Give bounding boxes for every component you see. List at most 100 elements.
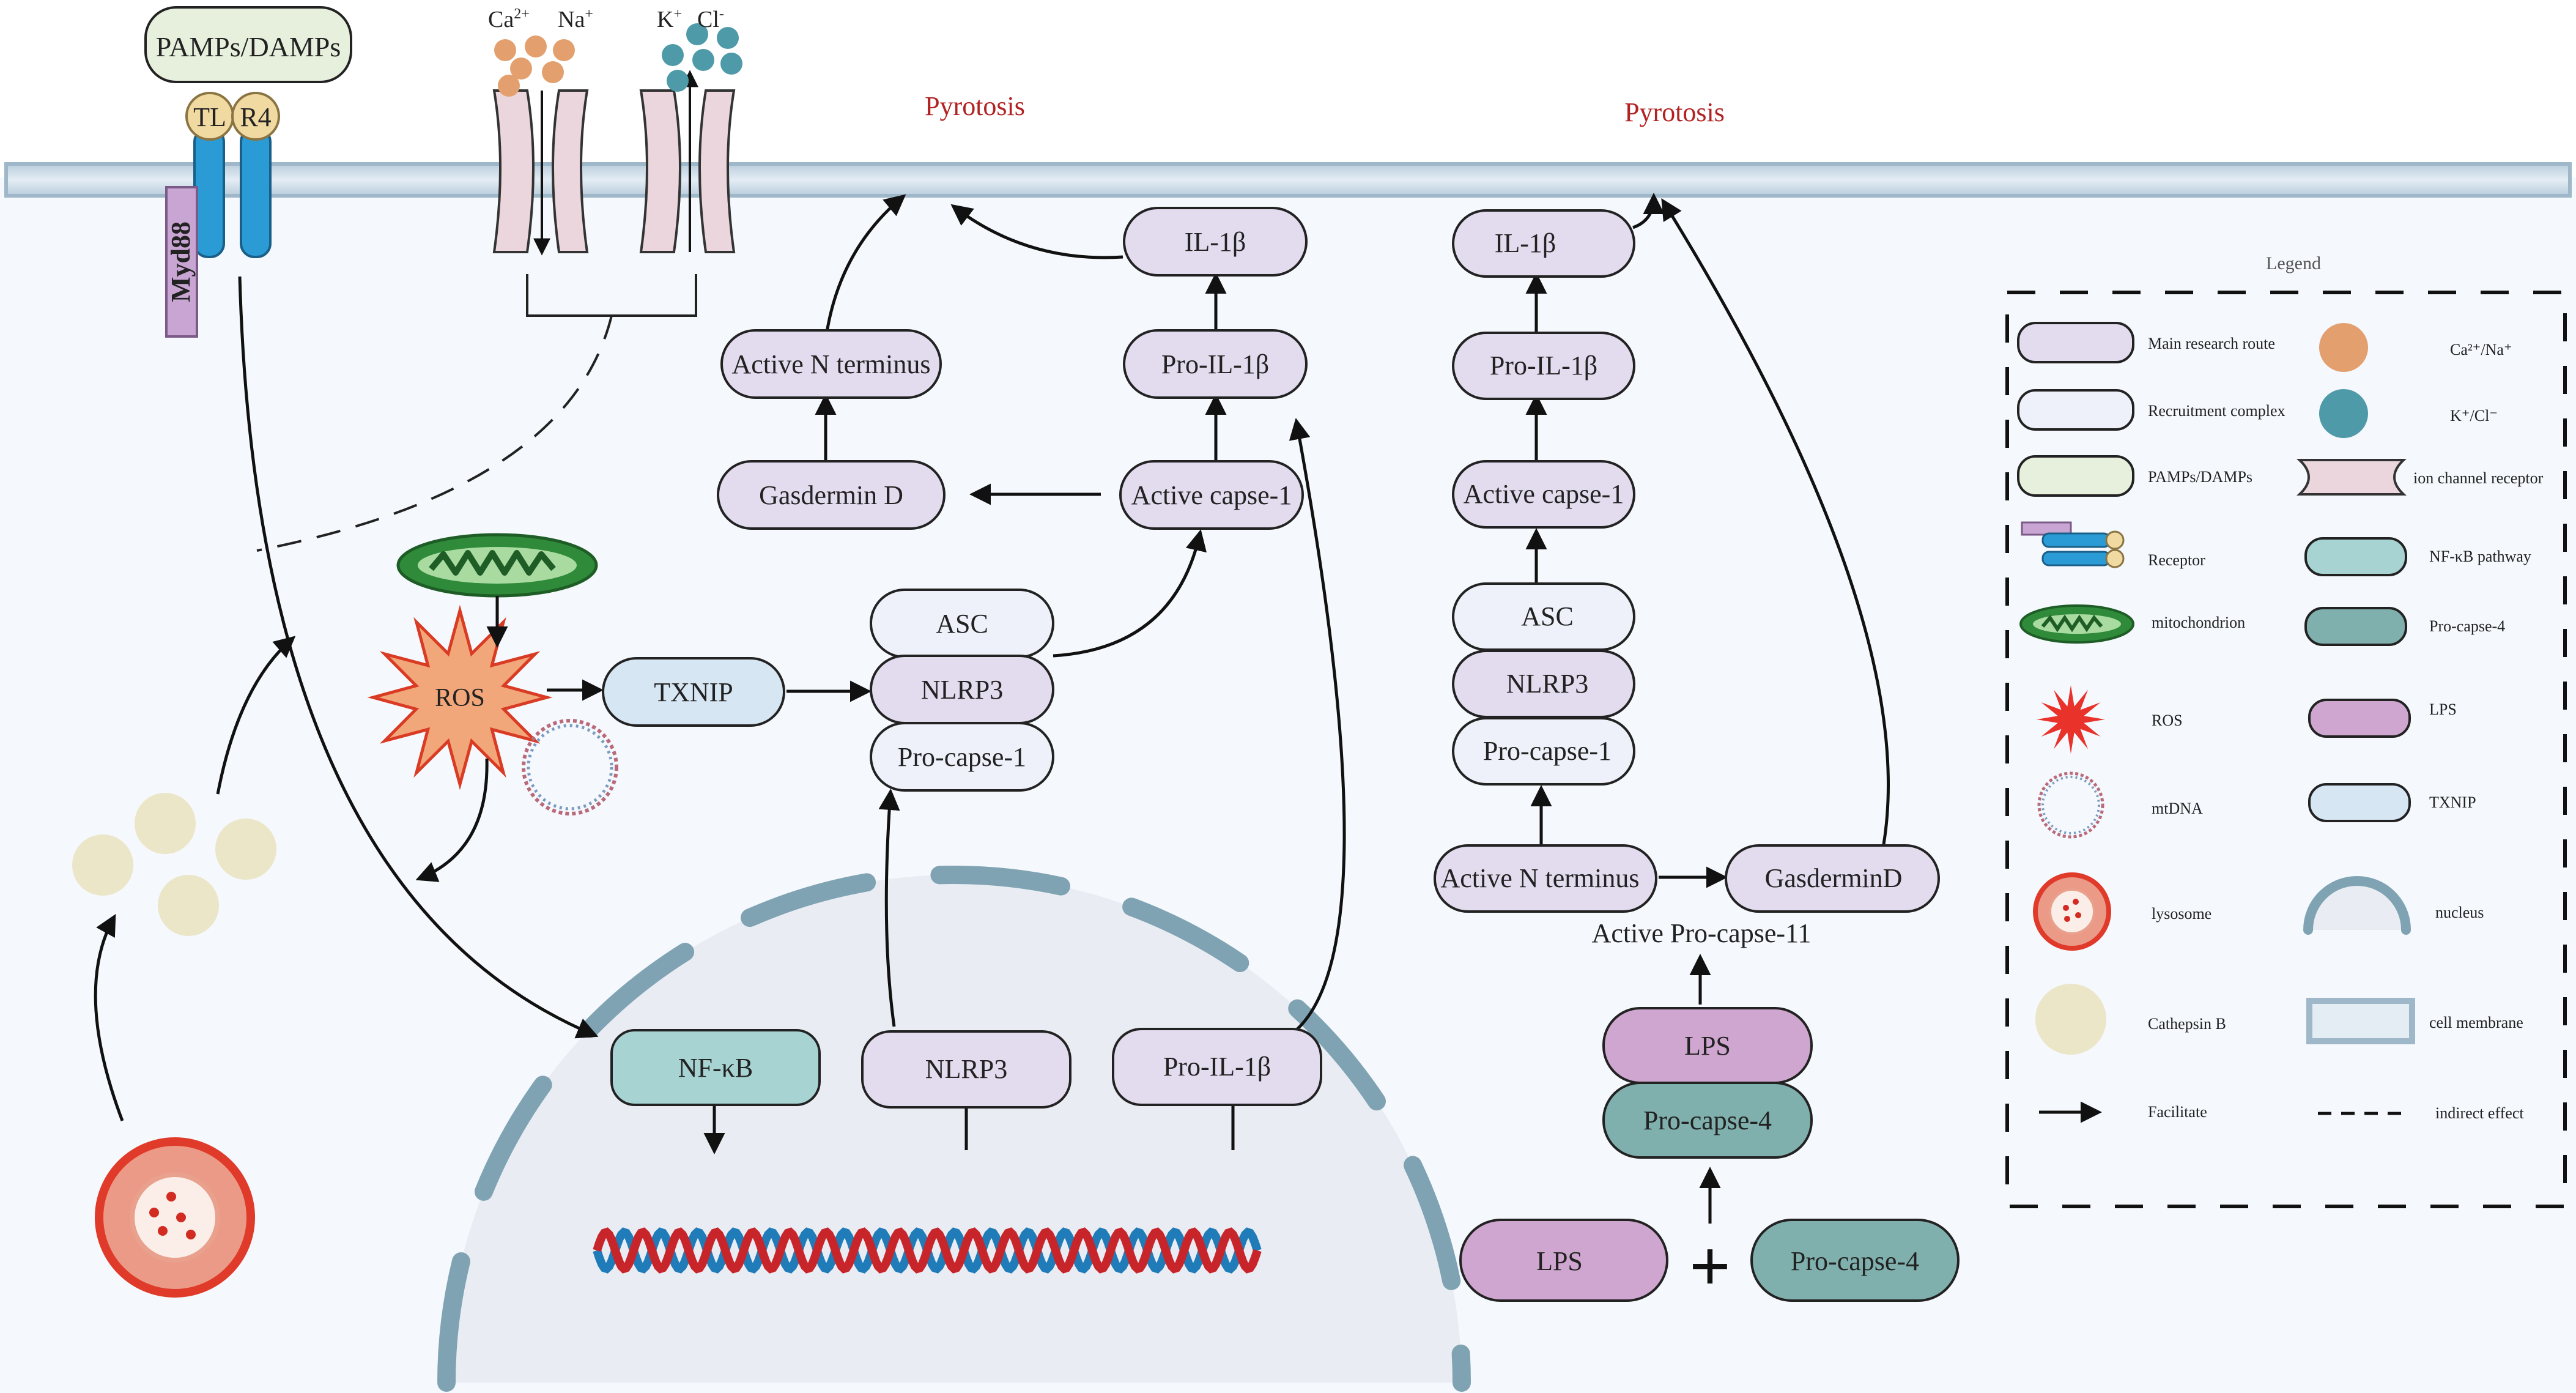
legend-ion-channel: ion channel receptor bbox=[2413, 469, 2544, 487]
legend-nucleus: nucleus bbox=[2435, 904, 2484, 921]
svg-text:Pro-capse-1: Pro-capse-1 bbox=[1483, 736, 1612, 766]
legend-k-cl: K⁺/Cl⁻ bbox=[2450, 407, 2498, 425]
node-active-n-right: Active N terminus bbox=[1434, 844, 1657, 913]
legend-ca-na: Ca²⁺/Na⁺ bbox=[2450, 341, 2512, 358]
mtdna bbox=[522, 719, 618, 815]
svg-text:NLRP3: NLRP3 bbox=[921, 675, 1003, 705]
node-nlrp3-left: NLRP3 bbox=[870, 655, 1054, 724]
legend-swatch-recruitment bbox=[2017, 389, 2134, 431]
legend-swatch-ca-na bbox=[2319, 323, 2368, 372]
svg-text:TXNIP: TXNIP bbox=[654, 677, 733, 707]
tlr4-receptor: TL R4 Myd88 bbox=[165, 92, 280, 338]
node-asc-right: ASC bbox=[1452, 582, 1635, 651]
legend-pamps: PAMPs/DAMPs bbox=[2148, 468, 2252, 486]
legend-swatch-mito bbox=[2019, 604, 2134, 644]
svg-text:IL-1β: IL-1β bbox=[1495, 228, 1556, 258]
ion-channel-left bbox=[492, 89, 589, 256]
node-active-n-left: Active N terminus bbox=[720, 329, 942, 399]
legend-swatch-ion-channel bbox=[2296, 459, 2407, 496]
ion-channel-right bbox=[639, 70, 736, 253]
legend-swatch-mtdna bbox=[2037, 771, 2104, 839]
legend-nfkb: NF-κB pathway bbox=[2429, 548, 2531, 565]
legend-main-route: Main research route bbox=[2148, 335, 2275, 352]
node-lps-top: LPS bbox=[1602, 1007, 1813, 1084]
legend-swatch-receptor bbox=[2021, 521, 2125, 568]
ca-na-ions: Ca2+ Na+ bbox=[488, 6, 593, 97]
legend-swatch-nfkb bbox=[2304, 537, 2407, 576]
legend-mito: mitochondrion bbox=[2152, 614, 2245, 631]
svg-text:LPS: LPS bbox=[1536, 1246, 1583, 1276]
legend-ros: ROS bbox=[2152, 711, 2183, 729]
node-il1b-left: IL-1β bbox=[1123, 207, 1308, 277]
legend-lysosome: lysosome bbox=[2152, 905, 2211, 923]
cell-membrane bbox=[4, 162, 2572, 198]
node-nfkb: NF-κB bbox=[610, 1029, 821, 1106]
legend-indirect: indirect effect bbox=[2435, 1104, 2524, 1122]
node-gasdermin-d-left: Gasdermin D bbox=[717, 460, 946, 530]
pyrotosis-left: Pyrotosis bbox=[925, 91, 1025, 121]
legend-recruitment: Recruitment complex bbox=[2148, 402, 2285, 420]
svg-text:NLRP3: NLRP3 bbox=[925, 1054, 1007, 1084]
svg-text:Pro-capse-1: Pro-capse-1 bbox=[898, 742, 1026, 772]
node-pro-capse1-right: Pro-capse-1 bbox=[1452, 717, 1635, 786]
legend-swatch-ros bbox=[2037, 685, 2105, 754]
node-pro-il1b-nucleus: Pro-IL-1β bbox=[1112, 1028, 1322, 1106]
svg-text:Pro-capse-4: Pro-capse-4 bbox=[1643, 1105, 1772, 1135]
ion-bracket bbox=[256, 274, 697, 552]
legend-lps: LPS bbox=[2429, 700, 2457, 718]
svg-text:NLRP3: NLRP3 bbox=[1506, 669, 1588, 699]
node-lps-bottom: LPS bbox=[1459, 1219, 1668, 1302]
legend-swatch-pamps bbox=[2017, 455, 2134, 497]
node-il1b-right: IL-1β bbox=[1452, 209, 1635, 278]
legend: Legend Main research route Ca²⁺/Na⁺ Recr… bbox=[2005, 253, 2567, 1208]
pamps-label: PAMPs/DAMPs bbox=[156, 31, 341, 62]
svg-text:Pro-IL-1β: Pro-IL-1β bbox=[1163, 1052, 1271, 1082]
node-nlrp3-nucleus: NLRP3 bbox=[861, 1030, 1071, 1109]
svg-text:Pro-capse-4: Pro-capse-4 bbox=[1791, 1246, 1919, 1276]
myd88-label: Myd88 bbox=[166, 221, 196, 302]
legend-swatch-main-route bbox=[2017, 322, 2134, 363]
node-pro-capse4-bottom: Pro-capse-4 bbox=[1750, 1219, 1960, 1302]
cl-ion-label: Cl- bbox=[697, 6, 724, 32]
svg-text:Active N terminus: Active N terminus bbox=[731, 349, 930, 379]
node-pro-capse4-top: Pro-capse-4 bbox=[1602, 1082, 1813, 1159]
k-cl-ions: K+ Cl- bbox=[657, 6, 742, 92]
legend-swatch-membrane bbox=[2306, 998, 2415, 1044]
svg-text:IL-1β: IL-1β bbox=[1185, 227, 1246, 257]
legend-mtdna: mtDNA bbox=[2152, 800, 2203, 817]
svg-text:Pro-IL-1β: Pro-IL-1β bbox=[1161, 349, 1269, 379]
node-gasdermin-right: GasderminD bbox=[1725, 844, 1940, 913]
svg-text:Pro-IL-1β: Pro-IL-1β bbox=[1490, 351, 1597, 381]
ca-ion-label: Ca2+ bbox=[488, 6, 530, 32]
legend-swatch-nucleus bbox=[2303, 876, 2411, 935]
legend-membrane: cell membrane bbox=[2429, 1014, 2523, 1031]
lysosome bbox=[95, 1137, 255, 1298]
node-asc-left: ASC bbox=[870, 589, 1054, 658]
svg-text:ASC: ASC bbox=[1521, 601, 1574, 631]
ros-star: ROS bbox=[367, 604, 553, 790]
legend-txnip: TXNIP bbox=[2429, 793, 2476, 811]
plus-sign: + bbox=[1689, 1225, 1731, 1307]
legend-frame bbox=[2005, 291, 2567, 1208]
svg-text:NF-κB: NF-κB bbox=[678, 1053, 753, 1083]
svg-text:GasderminD: GasderminD bbox=[1765, 863, 1903, 893]
svg-text:Gasdermin D: Gasdermin D bbox=[759, 480, 903, 510]
node-pro-il1b-right: Pro-IL-1β bbox=[1452, 332, 1635, 400]
k-ion-label: K+ bbox=[657, 6, 682, 32]
legend-swatch-pro-capse4 bbox=[2304, 607, 2407, 646]
pamps-damps-box: PAMPs/DAMPs bbox=[144, 6, 352, 83]
tlr-left-label: TL bbox=[193, 102, 226, 132]
dna-helix bbox=[593, 1227, 1262, 1274]
pyrotosis-right: Pyrotosis bbox=[1624, 97, 1725, 127]
node-nlrp3-right: NLRP3 bbox=[1452, 650, 1635, 718]
svg-text:ASC: ASC bbox=[936, 609, 988, 639]
ros-label: ROS bbox=[435, 684, 485, 712]
legend-facilitate: Facilitate bbox=[2148, 1103, 2207, 1121]
legend-swatch-txnip bbox=[2308, 783, 2411, 822]
svg-text:LPS: LPS bbox=[1684, 1031, 1731, 1061]
svg-text:Active N terminus: Active N terminus bbox=[1440, 863, 1639, 893]
legend-swatch-cathepsin bbox=[2035, 984, 2106, 1055]
tlr-right-label: R4 bbox=[240, 102, 271, 132]
legend-cathepsin: Cathepsin B bbox=[2148, 1015, 2226, 1033]
